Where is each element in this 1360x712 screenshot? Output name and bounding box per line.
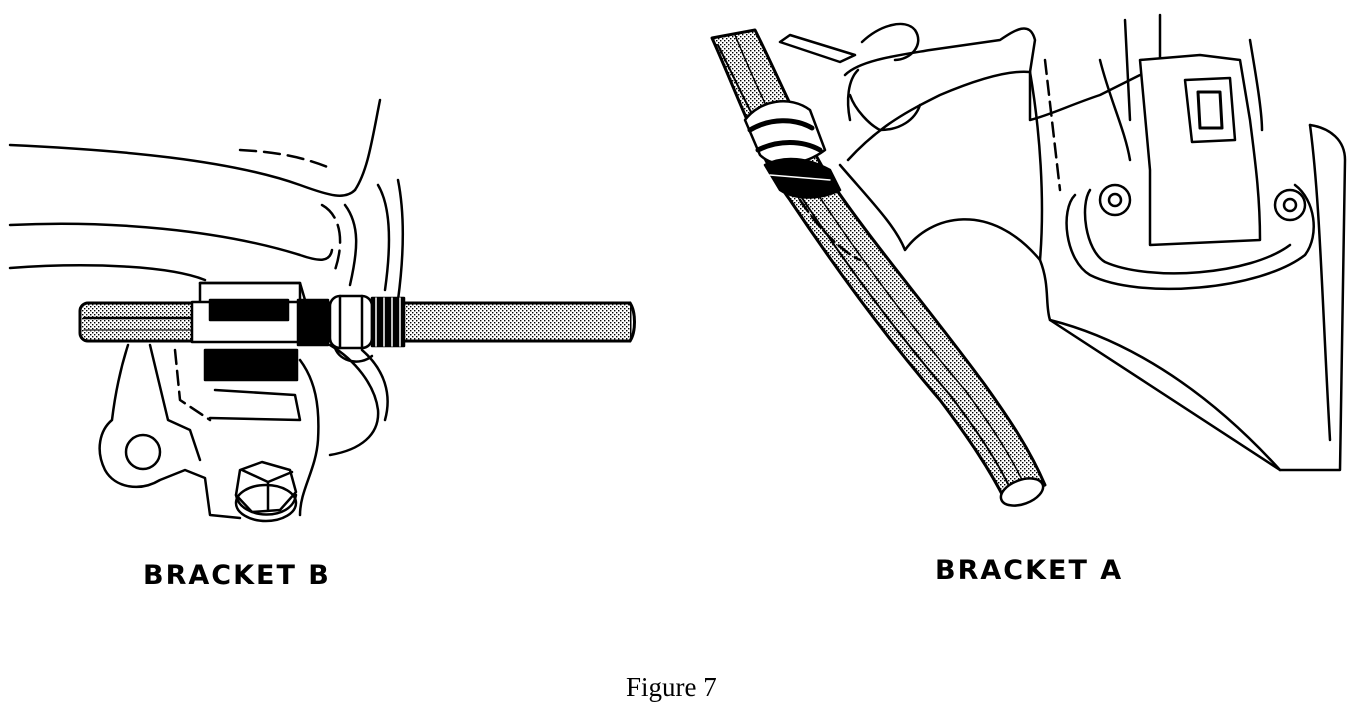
bolt-icon	[234, 460, 298, 523]
figure-caption: Figure 7	[626, 672, 717, 702]
clamp-icon	[190, 281, 406, 382]
bracket-a-label: BRACKET A	[935, 555, 1124, 586]
fitting-tube	[778, 22, 1037, 132]
bracket-icon	[98, 343, 389, 520]
sensor-icon	[1138, 53, 1262, 247]
hose-icon	[710, 28, 1047, 507]
bracket-b-drawing	[8, 98, 636, 523]
bracket-icon	[838, 13, 1347, 472]
bracket-a-drawing	[710, 13, 1347, 507]
bracket-b-label: BRACKET B	[143, 560, 331, 591]
frame-rail	[8, 98, 405, 302]
clamp-icon	[743, 100, 842, 199]
